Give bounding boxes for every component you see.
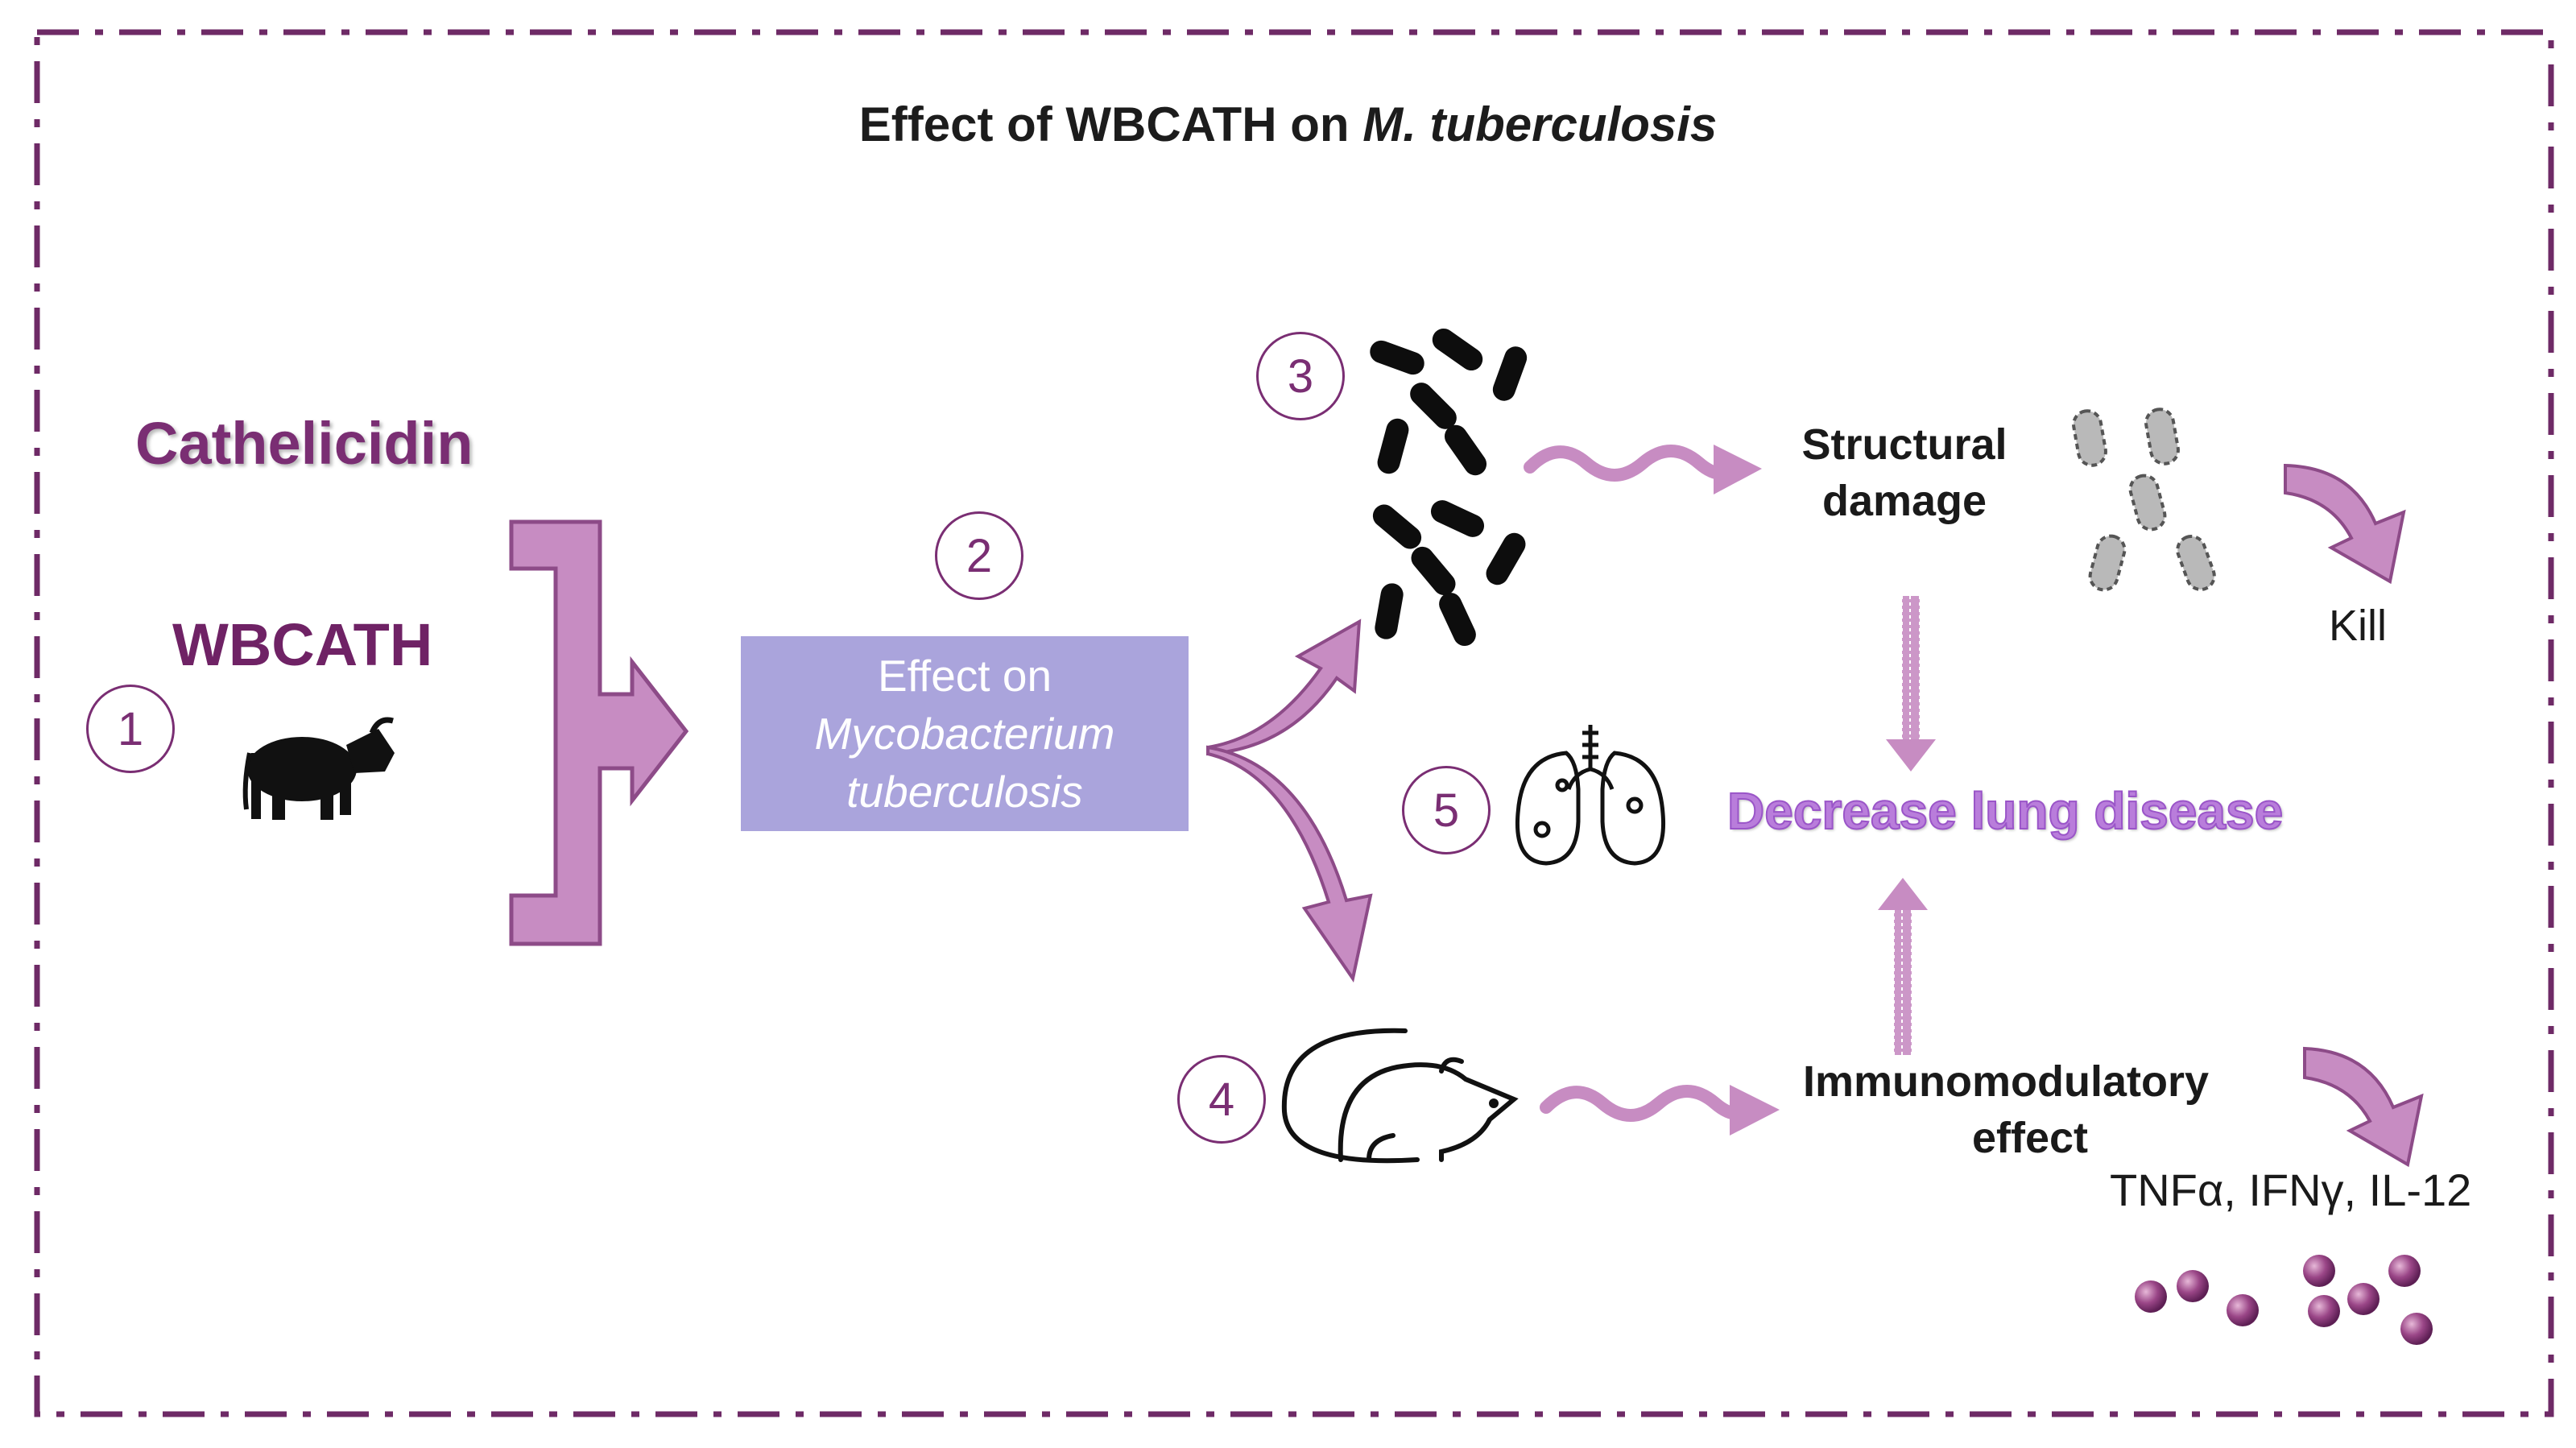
diagram-title: Effect of WBCATH on M. tuberculosis [858,97,1718,151]
bracket-arrow [509,519,689,946]
cow-icon [242,717,395,820]
structural-damage-line2: damage [1821,477,1987,525]
cytokine-beads-icon [2135,1255,2433,1345]
cytokines-label: TNFα, IFNγ, IL-12 [2110,1165,2472,1215]
wbcath-label: WBCATH [172,611,433,678]
bacteria-icon [1370,328,1528,647]
immunomodulatory-line1: Immunomodulatory [1803,1057,2210,1106]
mouse-icon [1281,1028,1519,1164]
curved-arrow-icon-2 [2303,1046,2424,1168]
immunomodulatory-label: Immunomodulatory effect [1792,1053,2283,1166]
kill-label: Kill [2329,602,2388,650]
effect-box-line3: tuberculosis [846,767,1083,817]
immunomodulatory-line2: effect [1972,1114,2089,1162]
effect-box: Effect on Mycobacterium tuberculosis [741,636,1189,831]
curved-arrow-icon [2284,463,2406,585]
up-arrow [1878,878,1928,1055]
arrow-to-mouse [1206,745,1373,983]
structural-damage-label: Structural damage [1788,416,2021,529]
cathelicidin-label: Cathelicidin [135,410,473,477]
arrow-to-bacteria [1206,619,1362,756]
dashed-frame [34,29,2554,1417]
step-3-badge: 3 [1256,332,1345,420]
step-2-badge: 2 [935,511,1023,600]
effect-box-line2: Mycobacterium [814,709,1115,759]
lungs-icon [1515,725,1666,866]
step-5-badge: 5 [1402,766,1491,854]
step-1-badge: 1 [86,685,175,773]
down-arrow [1886,596,1936,772]
effect-box-line1: Effect on [877,651,1052,701]
structural-damage-line1: Structural [1801,420,2007,469]
dead-bacteria-icon [2072,408,2216,592]
decrease-lung-disease-label: Decrease lung disease [1726,781,2284,841]
wavy-arrow-icon [1524,445,1762,494]
wavy-arrow-icon-2 [1540,1085,1780,1136]
step-4-badge: 4 [1177,1055,1266,1144]
